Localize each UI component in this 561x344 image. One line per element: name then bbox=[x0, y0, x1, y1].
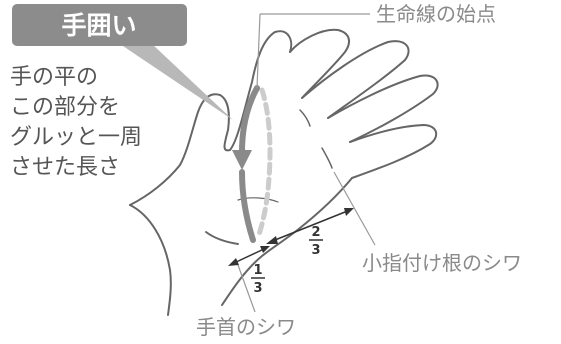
one-third-dimension: 1 3 bbox=[228, 246, 270, 296]
life-line-start-label: 生命線の始点 bbox=[376, 2, 496, 26]
one-third-arrow-a bbox=[228, 258, 239, 266]
ring-finger-outline bbox=[327, 74, 439, 143]
one-third-arrow-b bbox=[260, 246, 270, 253]
measurement-arrow-head bbox=[232, 150, 252, 170]
index-finger-outline bbox=[289, 28, 351, 99]
little-finger-outline bbox=[349, 124, 438, 179]
measurement-arrow-tail bbox=[239, 169, 256, 243]
two-thirds-denominator: 3 bbox=[311, 243, 320, 258]
thumb-outline bbox=[205, 231, 239, 245]
badge-pointer bbox=[120, 44, 233, 120]
measurement-band-back bbox=[255, 87, 273, 241]
description-line-3: グルッと一周 bbox=[10, 125, 142, 150]
two-thirds-numerator: 2 bbox=[311, 225, 320, 240]
measurement-arrow bbox=[239, 85, 260, 155]
one-third-numerator: 1 bbox=[253, 263, 262, 278]
description-line-4: させた長さ bbox=[10, 155, 120, 180]
two-thirds-arrow-b bbox=[344, 208, 354, 216]
one-third-dimension-line bbox=[231, 247, 267, 265]
finger-crease bbox=[321, 147, 333, 169]
middle-finger-outline bbox=[301, 40, 410, 119]
pinky-crease-label: 小指付け根のシワ bbox=[362, 251, 522, 275]
title-badge-label: 手囲い bbox=[61, 11, 136, 40]
wrist-crease-leader bbox=[237, 264, 256, 313]
one-third-denominator: 3 bbox=[253, 281, 262, 296]
hand-outline-left bbox=[129, 30, 293, 206]
pinky-crease-leader bbox=[333, 171, 376, 246]
two-thirds-arrow-a bbox=[266, 236, 278, 244]
life-line-leader-drop bbox=[256, 13, 261, 89]
title-badge bbox=[12, 4, 187, 46]
wrist-outline bbox=[129, 204, 172, 316]
wrist-crease-label: 手首のシワ bbox=[196, 315, 296, 339]
description-line-2: この部分を bbox=[10, 95, 120, 120]
two-thirds-dimension: 2 3 bbox=[266, 208, 354, 258]
description-line-1: 手の平の bbox=[10, 65, 98, 90]
finger-crease bbox=[299, 109, 311, 127]
two-thirds-dimension-line bbox=[269, 209, 351, 243]
palm-lower-outline bbox=[221, 177, 353, 306]
description-text: 手の平の この部分を グルッと一周 させた長さ bbox=[10, 65, 142, 180]
